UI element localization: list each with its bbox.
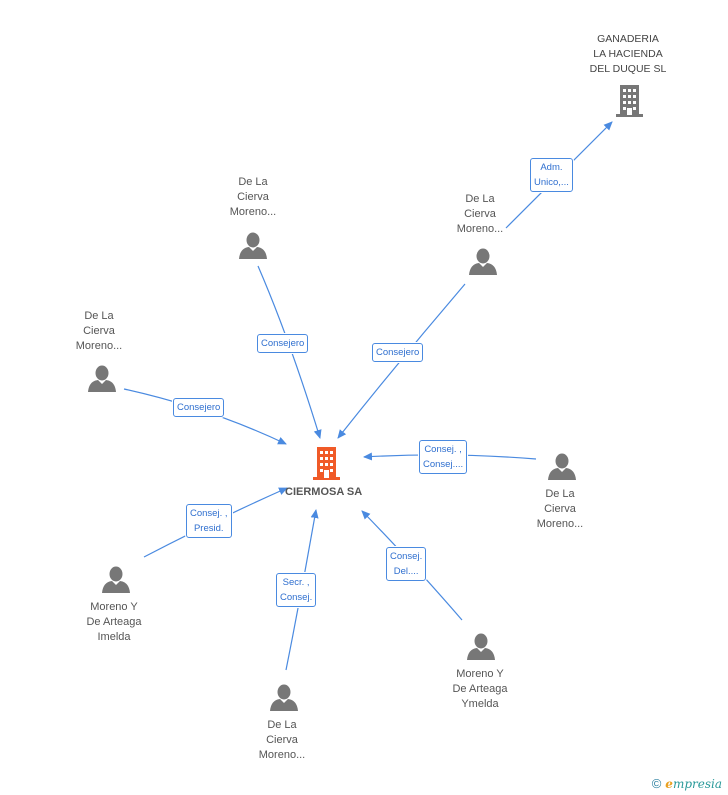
copyright-icon: © [651,776,662,791]
person-name-line: Moreno Y [90,601,138,613]
edge-label-consej-right[interactable]: Consej. , Consej.... [419,440,468,474]
edge-label-line: Adm. [540,162,563,173]
brand-name: mpresia [672,777,722,791]
company-name-line: DEL DUQUE SL [589,63,667,75]
brand-logo[interactable]: empresia [665,777,722,791]
edge-label-line: Del.... [393,566,419,577]
building-icon-center[interactable] [312,446,342,480]
person-name-line: Moreno... [258,749,306,761]
person-icon-upper-right[interactable] [469,248,497,276]
edge-label-line: Consejero [376,347,420,358]
edge-label-line: Presid. [193,523,224,534]
person-name-line: Cierva [266,734,298,746]
person-name-line: Ymelda [461,698,499,710]
person-icon-left[interactable] [88,365,116,393]
company-label-ganaderia[interactable]: GANADERIA LA HACIENDA DEL DUQUE SL [570,32,686,77]
person-name-line: De La [465,193,495,205]
edge-label-line: Consej.... [423,459,464,470]
person-name-line: De La [238,176,268,188]
edge-label-line: Consej. , [190,508,228,519]
person-name-line: Moreno... [456,223,504,235]
person-name-line: Moreno Y [456,668,504,680]
person-name-line: De La [84,310,114,322]
footer-brand: ©empresia [652,776,722,791]
person-name-line: Imelda [97,631,131,643]
edge-label-consejero-top[interactable]: Consejero [257,334,309,353]
person-name-line: De Arteaga [86,616,142,628]
edge-label-line: Consej. [390,551,423,562]
edge-label-line: Unico,... [534,177,569,188]
edge-label-consejero-left[interactable]: Consejero [173,398,225,417]
person-name-line: De La [267,719,297,731]
person-name-line: Cierva [464,208,496,220]
person-label-top[interactable]: De La Cierva Moreno... [213,175,293,220]
person-label-right[interactable]: De La Cierva Moreno... [520,487,600,532]
edge-label-consej-presid[interactable]: Consej. , Presid. [186,504,232,538]
edge-label-line: Consejero [261,338,305,349]
edge-label-adm-unico[interactable]: Adm. Unico,... [530,158,573,192]
person-icon-top[interactable] [239,232,267,260]
person-name-line: Moreno... [536,518,584,530]
person-name-line: De La [545,488,575,500]
person-name-line: De Arteaga [452,683,508,695]
person-icon-lower-right[interactable] [467,633,495,661]
person-name-line: Moreno... [229,206,277,218]
person-name-line: Cierva [83,325,115,337]
person-icon-bottom[interactable] [270,684,298,712]
person-icon-lower-left[interactable] [102,566,130,594]
brand-initial: e [665,777,673,791]
company-name-line: LA HACIENDA [593,48,663,60]
building-icon-ganaderia[interactable] [616,85,643,117]
edge-label-line: Consej. , [424,444,462,455]
edge-label-secr-consej[interactable]: Secr. , Consej. [276,573,317,607]
edge-label-line: Consej. [280,592,313,603]
edge-label-line: Secr. , [282,577,310,588]
person-name-line: Cierva [237,191,269,203]
person-icon-right[interactable] [548,453,576,481]
person-label-lower-right[interactable]: Moreno Y De Arteaga Ymelda [434,667,526,712]
person-label-lower-left[interactable]: Moreno Y De Arteaga Imelda [68,600,160,645]
edge-label-consejero-upper-right[interactable]: Consejero [372,343,424,362]
company-name-line: GANADERIA [597,33,659,45]
person-label-left[interactable]: De La Cierva Moreno... [59,309,139,354]
person-label-bottom[interactable]: De La Cierva Moreno... [242,718,322,763]
edge-label-line: Consejero [177,402,221,413]
edge-label-consej-del[interactable]: Consej. Del.... [386,547,427,581]
person-label-upper-right[interactable]: De La Cierva Moreno... [440,192,520,237]
center-company-label[interactable]: CIERMOSA SA [285,486,363,498]
person-name-line: Cierva [544,503,576,515]
person-name-line: Moreno... [75,340,123,352]
